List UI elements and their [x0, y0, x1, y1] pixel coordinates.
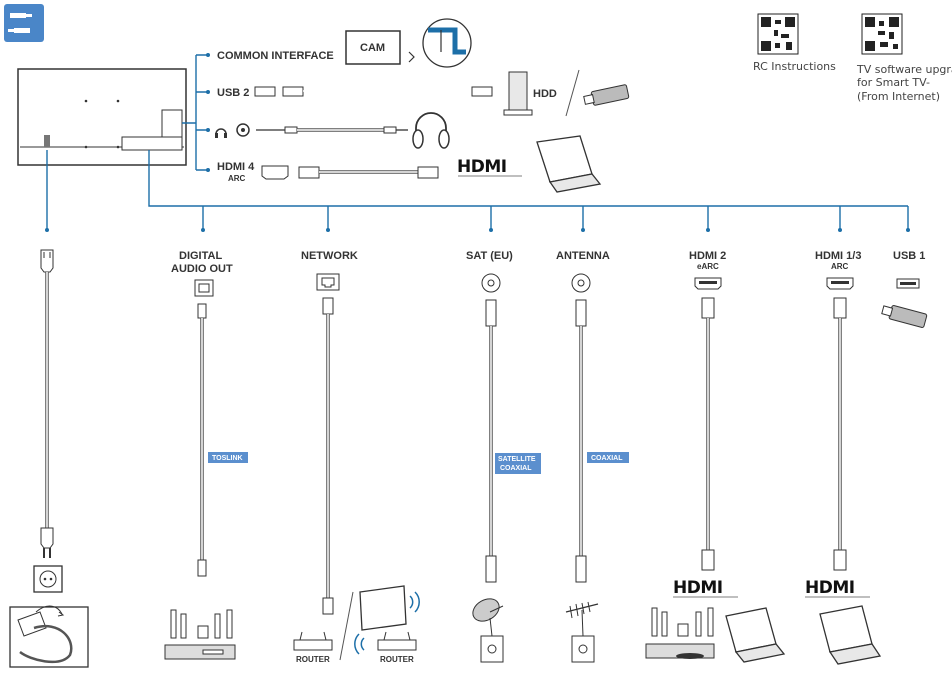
- usb-stick-icon: [583, 84, 630, 106]
- network-cable: [322, 297, 334, 615]
- toslink-cable: [197, 303, 207, 577]
- headphone-cable: [256, 126, 408, 134]
- tv-back-panel: [17, 68, 187, 166]
- hdmi13-arc-label: ARC: [831, 262, 849, 271]
- headphone-jack-icon: [215, 123, 250, 138]
- hdmi2-port-icon: [694, 277, 722, 290]
- qr-code-software-upgrade: [861, 13, 903, 55]
- tv-software-text-3: (From Internet): [857, 90, 940, 103]
- svg-text:SATELLITE: SATELLITE: [498, 456, 536, 463]
- router-icon-2: ROUTER: [354, 631, 417, 664]
- laptop-icon-2: [725, 607, 786, 663]
- svg-text:COAXIAL: COAXIAL: [500, 465, 532, 472]
- hdmi13-label: HDMI 1/3: [815, 250, 861, 262]
- satellite-cable: [485, 299, 497, 583]
- hdmi4-arc-label: ARC: [228, 174, 246, 183]
- common-interface-label: COMMON INTERFACE: [217, 50, 334, 62]
- optical-port-icon: [194, 279, 214, 297]
- qr-code-rc-instructions: [757, 13, 799, 55]
- rc-instructions-text: RC Instructions: [753, 60, 836, 73]
- hdmi2-cable: [701, 297, 715, 571]
- hdmi2-label: HDMI 2: [689, 250, 726, 262]
- laptop-icon-top: [536, 135, 602, 193]
- hdmi-logo-3: HDMI: [805, 578, 870, 598]
- coaxial-tag: COAXIAL: [587, 452, 629, 463]
- svg-text:ROUTER: ROUTER: [296, 655, 330, 664]
- hdmi2-earc-label: eARC: [697, 262, 719, 271]
- usb2-label: USB 2: [217, 87, 249, 99]
- usb2-cable: [254, 86, 493, 97]
- toslink-tag: TOSLINK: [208, 452, 248, 463]
- tv-software-text-1: TV software upgra: [856, 63, 952, 76]
- wall-socket-icon: [33, 565, 63, 593]
- home-theater-icon-1: [164, 609, 236, 660]
- svg-text:COAXIAL: COAXIAL: [591, 455, 623, 462]
- hdd-device: HDD: [503, 71, 557, 116]
- usb-stick-icon-bottom: [881, 305, 928, 328]
- svg-text:HDD: HDD: [533, 88, 557, 100]
- antenna-cable: [575, 299, 587, 583]
- laptop-icon-3: [819, 605, 882, 665]
- antenna-port-icon: [571, 273, 591, 293]
- svg-text:CAM: CAM: [360, 42, 385, 54]
- network-label: NETWORK: [301, 250, 358, 262]
- satellite-dish-icon: [472, 598, 504, 663]
- hdmi13-cable: [833, 297, 847, 571]
- svg-text:HDMI: HDMI: [673, 578, 723, 598]
- satellite-coaxial-tag: SATELLITE COAXIAL: [495, 453, 541, 474]
- usb1-port-icon: [896, 278, 920, 289]
- antenna-aerial-icon: [565, 601, 599, 663]
- wireless-tv-icon: [359, 585, 420, 631]
- plug-in-instruction-icon: [9, 605, 89, 668]
- svg-text:TOSLINK: TOSLINK: [212, 455, 243, 462]
- usb1-label: USB 1: [893, 250, 925, 262]
- tv-software-text-2: for Smart TV-: [857, 76, 930, 89]
- sat-port-icon: [481, 273, 501, 293]
- cam-slot-zoom-icon: [422, 18, 472, 68]
- power-cable: [40, 249, 54, 558]
- cam-module: CAM: [345, 30, 401, 65]
- svg-text:HDMI: HDMI: [805, 578, 855, 598]
- headphones-icon: [412, 112, 450, 149]
- connections-icon: [4, 4, 44, 42]
- hdmi-logo-2: HDMI: [673, 578, 738, 598]
- digital-audio-label-1: DIGITAL: [179, 250, 222, 262]
- svg-text:HDMI: HDMI: [457, 157, 507, 177]
- sat-label: SAT (EU): [466, 250, 513, 262]
- router-icon-1: ROUTER: [293, 631, 333, 664]
- digital-audio-label-2: AUDIO OUT: [171, 263, 233, 275]
- home-theater-icon-2: [645, 607, 715, 659]
- hdmi4-cable: [261, 165, 439, 180]
- hdmi-logo-top: HDMI: [457, 157, 522, 177]
- ethernet-port-icon: [316, 273, 340, 291]
- antenna-label: ANTENNA: [556, 250, 610, 262]
- svg-text:ROUTER: ROUTER: [380, 655, 414, 664]
- hdmi4-label: HDMI 4: [217, 161, 255, 173]
- hdmi13-port-icon: [826, 277, 854, 290]
